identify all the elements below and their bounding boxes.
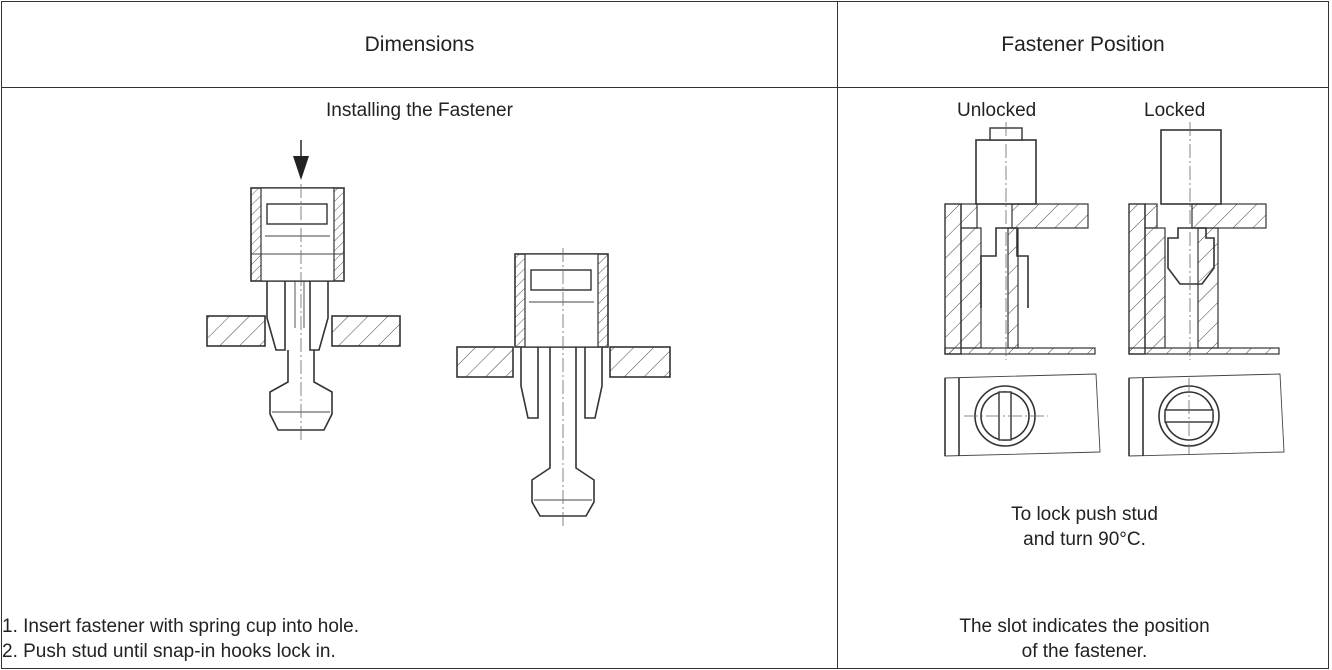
installing-fastener-title: Installing the Fastener (326, 100, 513, 121)
unlocked-label: Unlocked (957, 100, 1037, 121)
locked-top-view (1128, 373, 1285, 457)
panel-left (206, 315, 266, 347)
unlocked-section-view (944, 122, 1096, 360)
dimensions-cell: Installing the Fastener (1, 87, 838, 669)
installation-steps: 1. Insert fastener with spring cup into … (2, 614, 359, 664)
lock-instruction: To lock push stud and turn 90°C. (1011, 504, 1158, 550)
step-1: 1. Insert fastener with spring cup into … (2, 616, 359, 637)
dimensions-header: Dimensions (1, 1, 838, 88)
step-2: 2. Push stud until snap-in hooks lock in… (2, 641, 336, 662)
locked-section-view (1128, 122, 1280, 360)
panel-right (331, 315, 401, 347)
fastener-position-header: Fastener Position (837, 1, 1329, 88)
position-drawings (944, 122, 1285, 457)
fastener-position-cell: Unlocked Locked (837, 87, 1329, 669)
insert-arrow-head (293, 156, 309, 180)
unlocked-top-view (944, 373, 1101, 457)
insertion-drawing (206, 140, 671, 528)
slot-note: The slot indicates the position of the f… (959, 616, 1210, 662)
locked-label: Locked (1144, 100, 1206, 121)
